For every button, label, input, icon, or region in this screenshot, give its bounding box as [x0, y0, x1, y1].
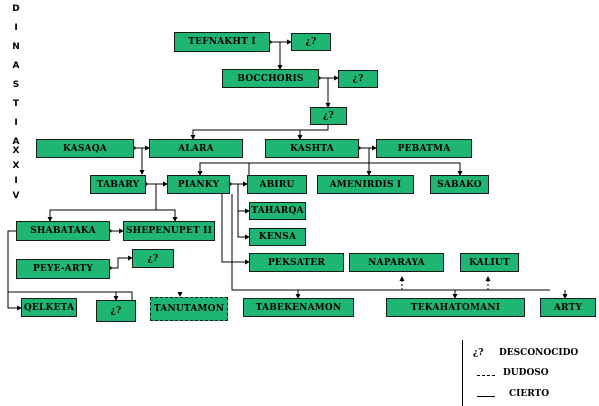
node-unknown: ¿? [132, 249, 174, 268]
node-pebatma: PEBATMA [376, 139, 472, 158]
title-letter: I [14, 176, 18, 186]
node-unknown: ¿? [310, 107, 347, 125]
node-tabekenamon: TABEKENAMON [243, 298, 354, 317]
legend-dash-line [477, 375, 495, 376]
node-shabataka: SHABATAKA [16, 221, 110, 241]
node-shepenupet: SHEPENUPET II [123, 221, 215, 241]
title-letter: X [12, 146, 20, 156]
node-unknown: ¿? [96, 300, 136, 322]
node-unknown: ¿? [291, 33, 331, 51]
node-pianky: PIANKY [167, 175, 230, 194]
title-letter: V [12, 191, 20, 201]
node-kashta: KASHTA [265, 139, 359, 158]
link-kashta-pianky [197, 162, 249, 176]
link-pianky-kensa [237, 211, 250, 240]
link-kashta-children [248, 148, 370, 175]
title-letter: I [14, 118, 18, 128]
node-alara: ALARA [149, 139, 243, 158]
link-pianky-peksater [221, 194, 250, 265]
node-sabako: SABAKO [430, 175, 489, 194]
node-peksater: PEKSATER [249, 253, 344, 272]
node-naparaya: NAPARAYA [349, 253, 444, 272]
link-pianky-lower [231, 194, 550, 291]
node-tefnakht: TEFNAKHT I [174, 32, 270, 52]
title-letter: N [12, 42, 20, 52]
title-letter: I [14, 23, 18, 33]
node-unknown: ¿? [338, 70, 378, 88]
node-abiru: ABIRU [247, 175, 307, 194]
legend: ¿? DESCONOCIDO DUDOSO CIERTO [462, 340, 593, 406]
node-kasaqa: KASAQA [36, 139, 134, 158]
link-peyearty-unk4 [108, 255, 133, 270]
link-tabary-shepenupet [156, 209, 178, 222]
link-kashta-sabako [369, 162, 463, 176]
legend-doubtful-label: DUDOSO [503, 368, 549, 378]
legend-unknown: ¿? DESCONOCIDO [473, 348, 578, 358]
node-bocchoris: BOCCHORIS [222, 69, 319, 88]
node-peye-arty: PEYE-ARTY [16, 259, 110, 279]
legend-certain-label: CIERTO [509, 389, 550, 399]
title-letter: T [12, 99, 20, 109]
node-taharqa: TAHARQA [249, 202, 306, 220]
link-unk3-children [192, 125, 329, 139]
title-letter: A [12, 61, 20, 71]
node-amenirdis: AMENIRDIS I [317, 175, 414, 194]
title-letter: S [12, 80, 20, 90]
link-tabary-children [47, 184, 157, 222]
node-kensa: KENSA [249, 228, 306, 246]
legend-unknown-label: DESCONOCIDO [499, 348, 579, 358]
link-shabataka-qelketa [7, 292, 22, 311]
node-kaliut: KALIUT [460, 253, 519, 272]
node-tabary: TABARY [90, 175, 146, 194]
title-letter: D [12, 4, 20, 14]
title-letter: X [12, 161, 20, 171]
node-tanutamon: TANUTAMON [150, 297, 228, 321]
legend-solid-line [477, 396, 495, 397]
title-letter: A [12, 137, 20, 147]
legend-unknown-mark: ¿? [473, 348, 484, 358]
node-arty: ARTY [540, 298, 596, 317]
node-tekahatomani: TEKAHATOMANI [386, 298, 525, 317]
node-qelketa: QELKETA [21, 298, 77, 317]
